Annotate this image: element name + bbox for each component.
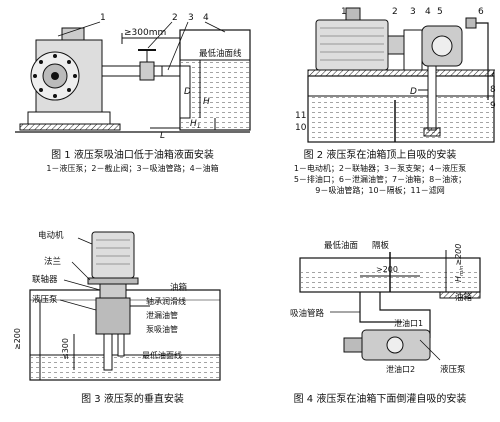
callout-10: 10 — [295, 123, 307, 133]
callout-1: 1 — [341, 7, 347, 17]
figure-3-caption-title: 图 3 液压泵的垂直安装 — [81, 394, 184, 405]
pump-foundation — [19, 123, 121, 131]
label-motor: 电动机 — [38, 230, 64, 241]
electric-motor — [91, 231, 135, 279]
figure-4-caption: 图 4 液压泵在油箱下面倒灌自吸的安装 — [262, 394, 498, 407]
label-h: H — [203, 97, 210, 107]
callout-5: 5 — [437, 7, 443, 17]
leader-2 — [147, 21, 173, 49]
suction-pipe — [427, 65, 437, 131]
label-lowest-oil-level: 最低油面 — [324, 240, 359, 251]
callout-11: 11 — [295, 111, 306, 121]
label-drain-pipe: 泄漏油管 — [146, 310, 178, 320]
label-suction-line: 吸油管路 — [290, 308, 325, 319]
drain-return-line — [379, 292, 431, 338]
figure-1-caption: 图 1 液压泵吸油口低于油箱液面安装 1－液压泵；2－截止阀；3－吸油管路；4－… — [10, 150, 255, 174]
figure-3-caption: 图 3 液压泵的垂直安装 — [10, 394, 255, 407]
callout-3: 3 — [188, 13, 194, 23]
drain-pipe — [117, 333, 125, 357]
callout-4: 4 — [203, 13, 209, 23]
pump-shaft — [51, 72, 59, 80]
label-h1: H1 — [190, 119, 201, 130]
callout-7: 7 — [490, 69, 496, 79]
drain-line — [476, 22, 489, 100]
label-tank: 油箱 — [455, 292, 473, 303]
dim-300-label: ≤300 — [61, 338, 70, 360]
label-coupling: 联轴器 — [32, 274, 58, 285]
oil-liquid — [309, 96, 493, 141]
oil-liquid — [31, 355, 219, 379]
label-baffle: 隔板 — [372, 240, 390, 251]
callout-6: 6 — [478, 7, 484, 17]
figure-3: 电动机 法兰 联轴器 液压泵 油箱 轴承润滑线 泄漏油管 泵吸油管 最低油面线 … — [13, 230, 221, 381]
pump-bracket — [403, 29, 423, 71]
figure-1-caption-title: 图 1 液压泵吸油口低于油箱液面安装 — [51, 150, 214, 161]
callout-9: 9 — [490, 101, 496, 111]
shutoff-valve — [139, 61, 155, 81]
figure-4-caption-title: 图 4 液压泵在油箱下面倒灌自吸的安装 — [293, 394, 467, 405]
tank-lid — [307, 69, 495, 77]
callout-3: 3 — [410, 7, 416, 17]
coupling — [387, 35, 405, 55]
flange-bolts — [33, 54, 77, 98]
label-hmin: Hmin≥200 — [454, 244, 465, 282]
figure-2-caption-legend-3: 9－吸油管路；10－隔板；11－滤网 — [315, 186, 445, 195]
callout-2: 2 — [172, 13, 178, 23]
label-drain-port-1: 泄油口1 — [394, 318, 423, 328]
label-tank: 油箱 — [170, 282, 188, 293]
discharge-port — [465, 17, 477, 29]
figure-2-caption: 图 2 液压泵在油箱顶上自吸的安装 1－电动机；2－联轴器；3－泵支架；4－液压… — [262, 150, 498, 196]
leader-3 — [167, 21, 189, 71]
dim-300-label: ≥300mm — [124, 28, 166, 38]
label-pump: 液压泵 — [440, 364, 466, 375]
flange — [87, 277, 139, 285]
label-flange: 法兰 — [44, 256, 61, 267]
coupling — [99, 283, 127, 299]
label-suction-pipe: 泵吸油管 — [146, 324, 178, 334]
oil — [181, 60, 249, 129]
figure-2: 1 2 3 4 5 6 7 8 9 10 11 D — [295, 7, 496, 143]
label-d: D — [184, 87, 191, 97]
callout-4: 4 — [425, 7, 431, 17]
suction-pipe — [103, 333, 113, 371]
label-l: L — [160, 131, 165, 141]
label-drain-port-2: 泄油口2 — [386, 364, 415, 374]
figure-1-caption-legend: 1－液压泵；2－截止阀；3－吸油管路；4－油箱 — [46, 164, 219, 173]
electric-motor — [315, 19, 389, 71]
callout-1: 1 — [100, 13, 106, 23]
label-pump: 液压泵 — [32, 294, 58, 305]
dim-200-label: >200 — [376, 265, 398, 274]
pump-shaft-end — [343, 337, 363, 353]
hydraulic-pump — [95, 297, 131, 335]
callout-8: 8 — [490, 85, 496, 95]
strainer — [423, 127, 441, 137]
figure-2-caption-title: 图 2 液压泵在油箱顶上自吸的安装 — [303, 150, 457, 161]
pump-base — [27, 111, 111, 125]
label-lowest-oil-level: 最低油面线 — [142, 350, 182, 360]
figure-2-caption-legend-2: 5－排油口；6－泄漏油管；7－油箱；8－油液； — [293, 175, 467, 184]
dim-200-label: ≥200 — [13, 328, 22, 350]
figure-2-caption-legend-1: 1－电动机；2－联轴器；3－泵支架；4－液压泵 — [293, 164, 467, 173]
figure-4: 最低油面 隔板 Hmin≥200 >200 吸油管路 油箱 泄油口1 泄油口2 … — [290, 240, 481, 375]
label-bearing-lube: 轴承润滑线 — [146, 296, 186, 306]
leader-1 — [57, 21, 101, 37]
leader-4 — [204, 21, 226, 33]
pump-top-port — [61, 27, 85, 41]
motor-terminal-box — [345, 7, 361, 21]
suction-line — [359, 292, 402, 323]
figure-1: 1 2 3 4 ≥300mm 最低油面线 D H H1 L — [15, 13, 251, 141]
callout-2: 2 — [392, 7, 398, 17]
lowest-oil-level-label: 最低油面线 — [199, 48, 242, 59]
label-d: D — [410, 87, 417, 97]
